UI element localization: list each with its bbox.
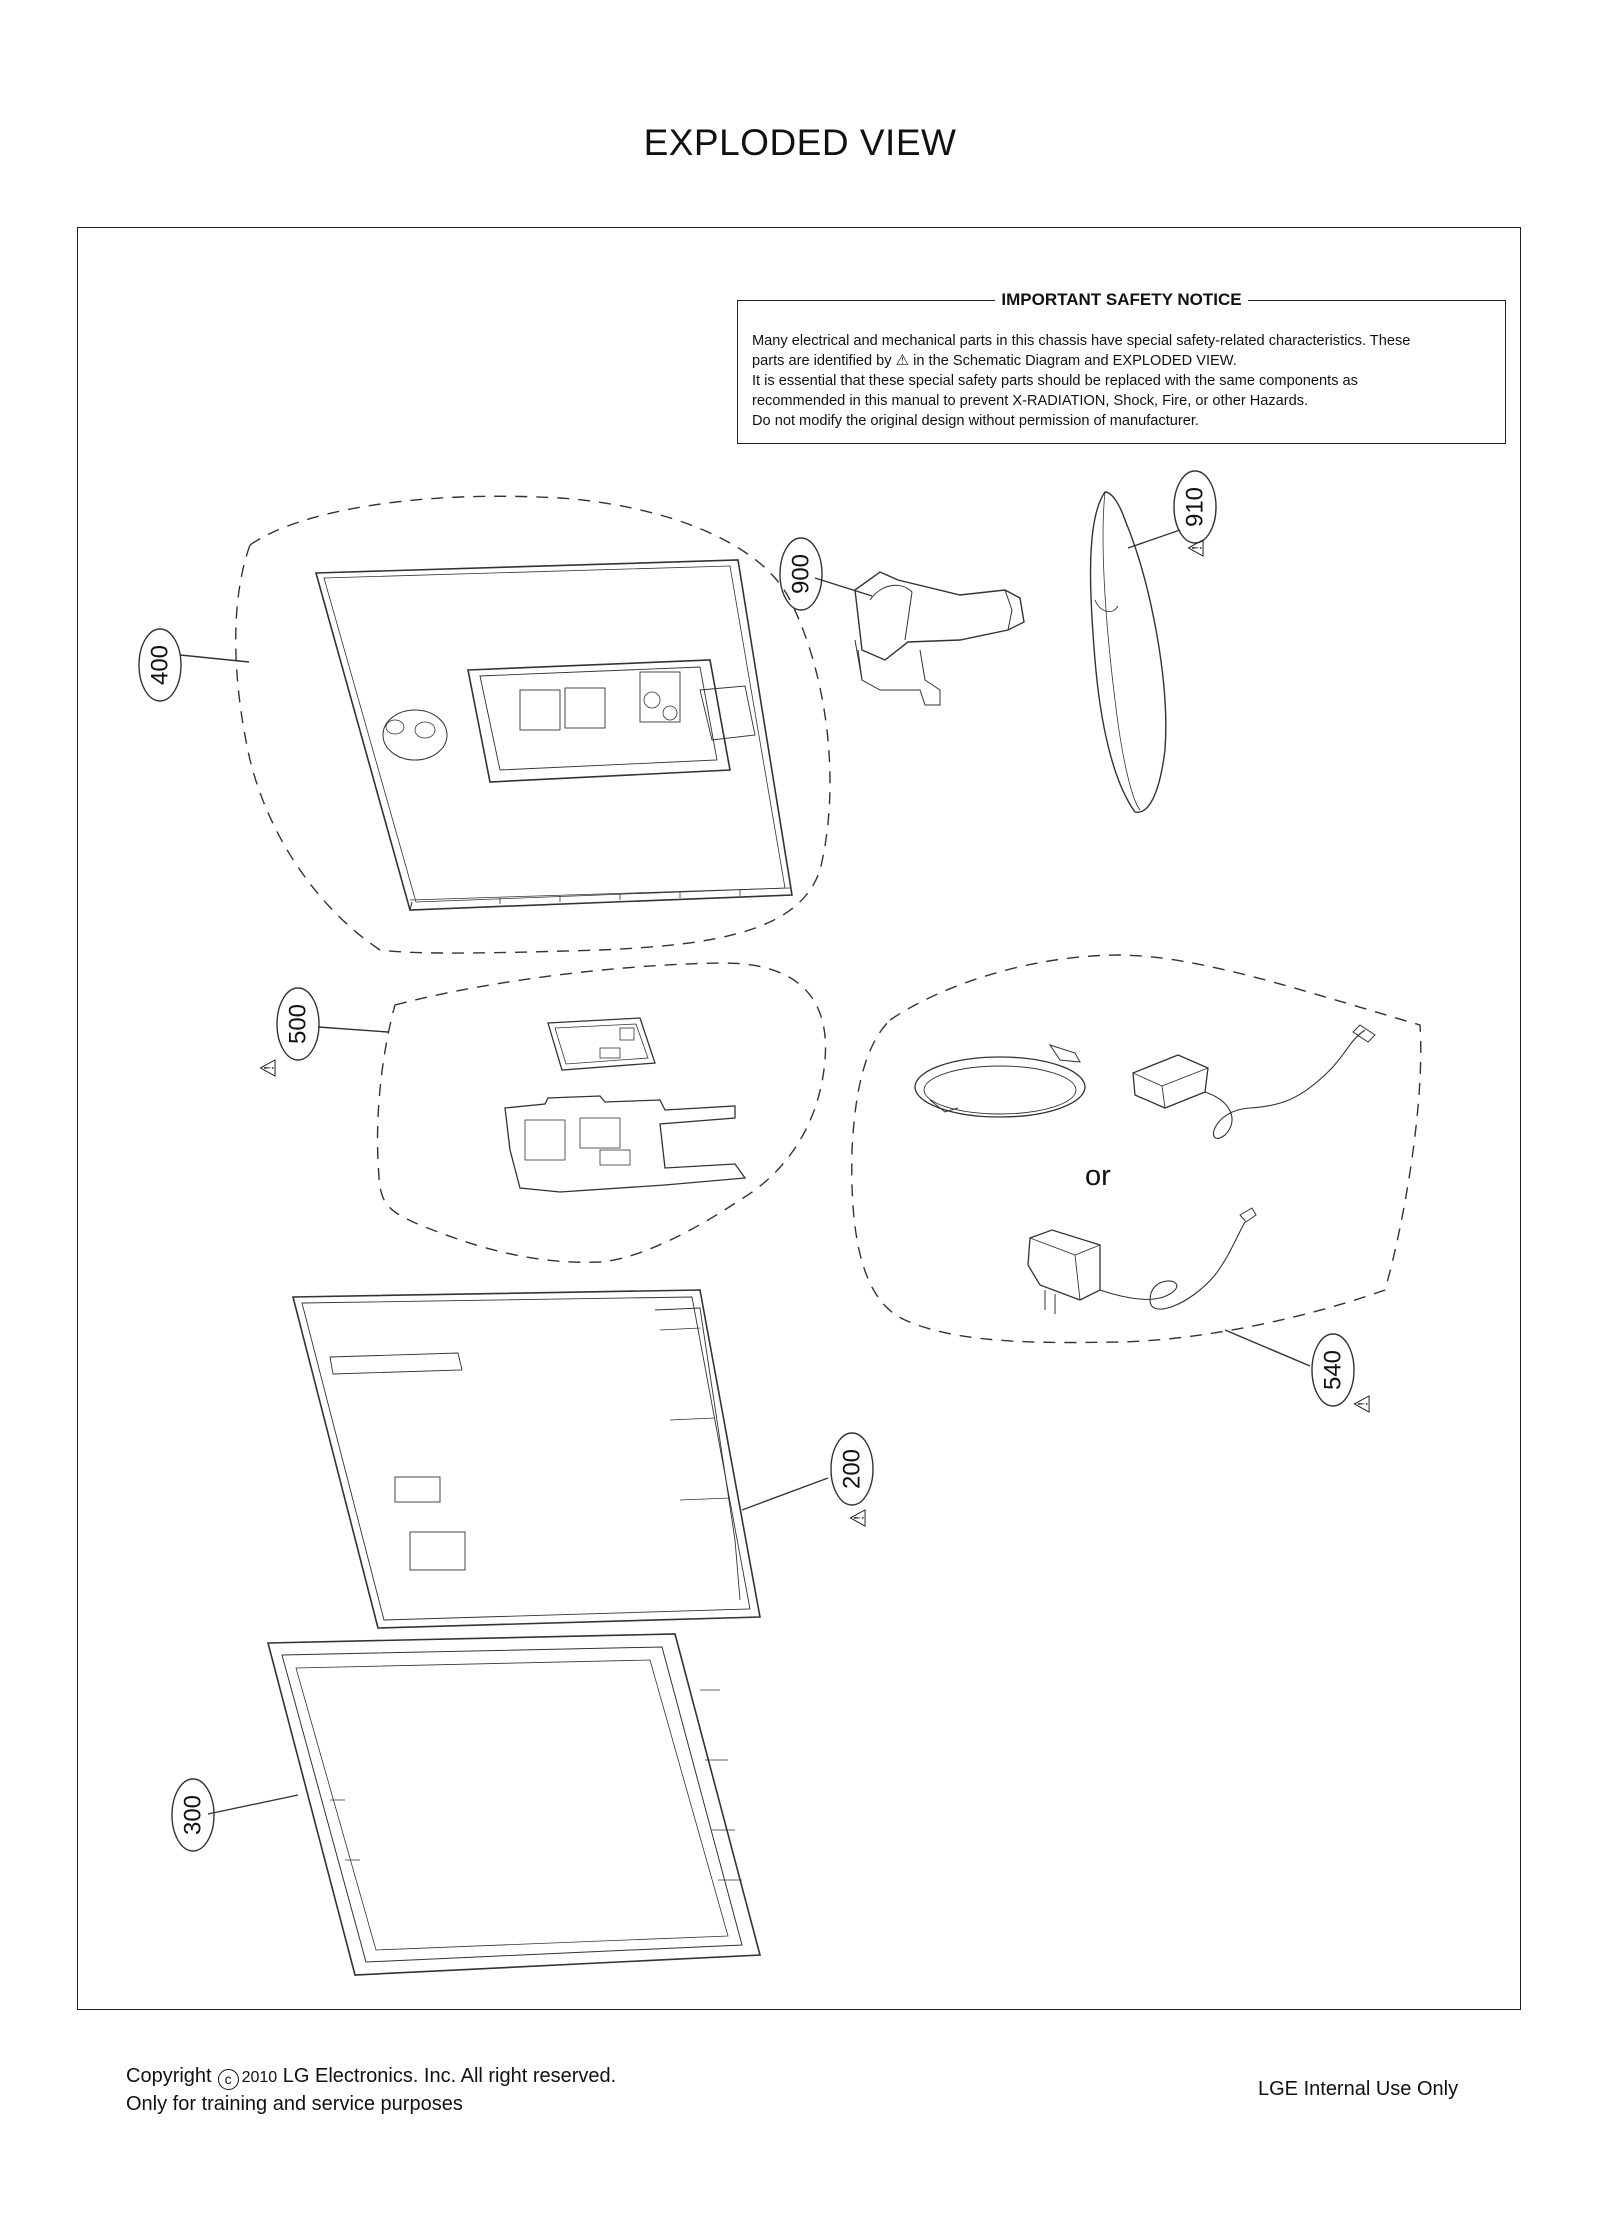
main-board-part: [504, 1017, 747, 1193]
wall-adapter-part: [1027, 1207, 1257, 1314]
copyright-year: 2010: [241, 2069, 278, 2086]
callout-900-bubble: [779, 537, 823, 611]
safety-notice-line: Many electrical and mechanical parts in …: [752, 333, 1411, 349]
callout-400-bubble: [138, 628, 182, 702]
callout-540-label: 540: [1320, 1350, 1347, 1390]
warning-triangle-icon: ⚠: [1184, 538, 1209, 558]
warning-triangle-icon: ⚠: [895, 352, 910, 369]
safety-notice-box: IMPORTANT SAFETY NOTICE Many electrical …: [737, 290, 1506, 444]
stand-body-part: [854, 571, 1025, 706]
safety-notice-line: It is essential that these special safet…: [752, 373, 1358, 389]
diagram-frame: [77, 227, 1521, 2010]
copyright-company: LG Electronics. Inc. All right reserved.: [282, 2065, 617, 2087]
callout-400-label: 400: [147, 645, 174, 685]
warning-triangle-icon: ⚠: [846, 1508, 871, 1528]
footer-internal-use: LGE Internal Use Only: [1258, 2078, 1459, 2100]
group-400-outline: [235, 495, 831, 954]
stand-base-part: [1089, 491, 1167, 813]
safety-notice-line: Do not modify the original design withou…: [752, 413, 1199, 429]
safety-notice-line: recommended in this manual to prevent X-…: [752, 393, 1309, 409]
lcd-module-part: [291, 1289, 761, 1629]
callout-500-label: 500: [285, 1004, 312, 1044]
page-title: EXPLODED VIEW: [643, 122, 957, 163]
or-label: or: [1085, 1160, 1111, 1192]
footer-purpose: Only for training and service purposes: [126, 2093, 463, 2115]
group-500-outline: [376, 962, 827, 1263]
callout-500-bubble: [276, 987, 320, 1061]
adapter-brick-part: [1132, 1024, 1376, 1139]
callout-200-bubble: [830, 1432, 874, 1506]
callout-540-bubble: [1311, 1333, 1355, 1407]
callout-300-bubble: [171, 1778, 215, 1852]
warning-triangle-icon: ⚠: [256, 1058, 281, 1078]
callout-900-label: 900: [788, 554, 815, 594]
front-cabinet-part: [266, 1633, 762, 1976]
warning-triangle-icon: ⚠: [1350, 1394, 1375, 1414]
callout-300-label: 300: [180, 1795, 207, 1835]
copyright-icon: c: [217, 2069, 239, 2090]
safety-notice-line: in the Schematic Diagram and EXPLODED VI…: [913, 353, 1237, 369]
power-cord-part: [914, 1044, 1086, 1118]
callout-910-label: 910: [1182, 487, 1209, 527]
callout-200-label: 200: [839, 1449, 866, 1489]
callout-910-bubble: [1173, 470, 1217, 544]
back-cover-part: [314, 559, 793, 911]
copyright-word: Copyright: [126, 2065, 212, 2087]
safety-notice-line: parts are identified by: [752, 353, 892, 369]
safety-notice-body: Many electrical and mechanical parts in …: [752, 331, 1491, 431]
safety-notice-heading: IMPORTANT SAFETY NOTICE: [995, 290, 1248, 309]
group-540-outline: [851, 954, 1422, 1344]
